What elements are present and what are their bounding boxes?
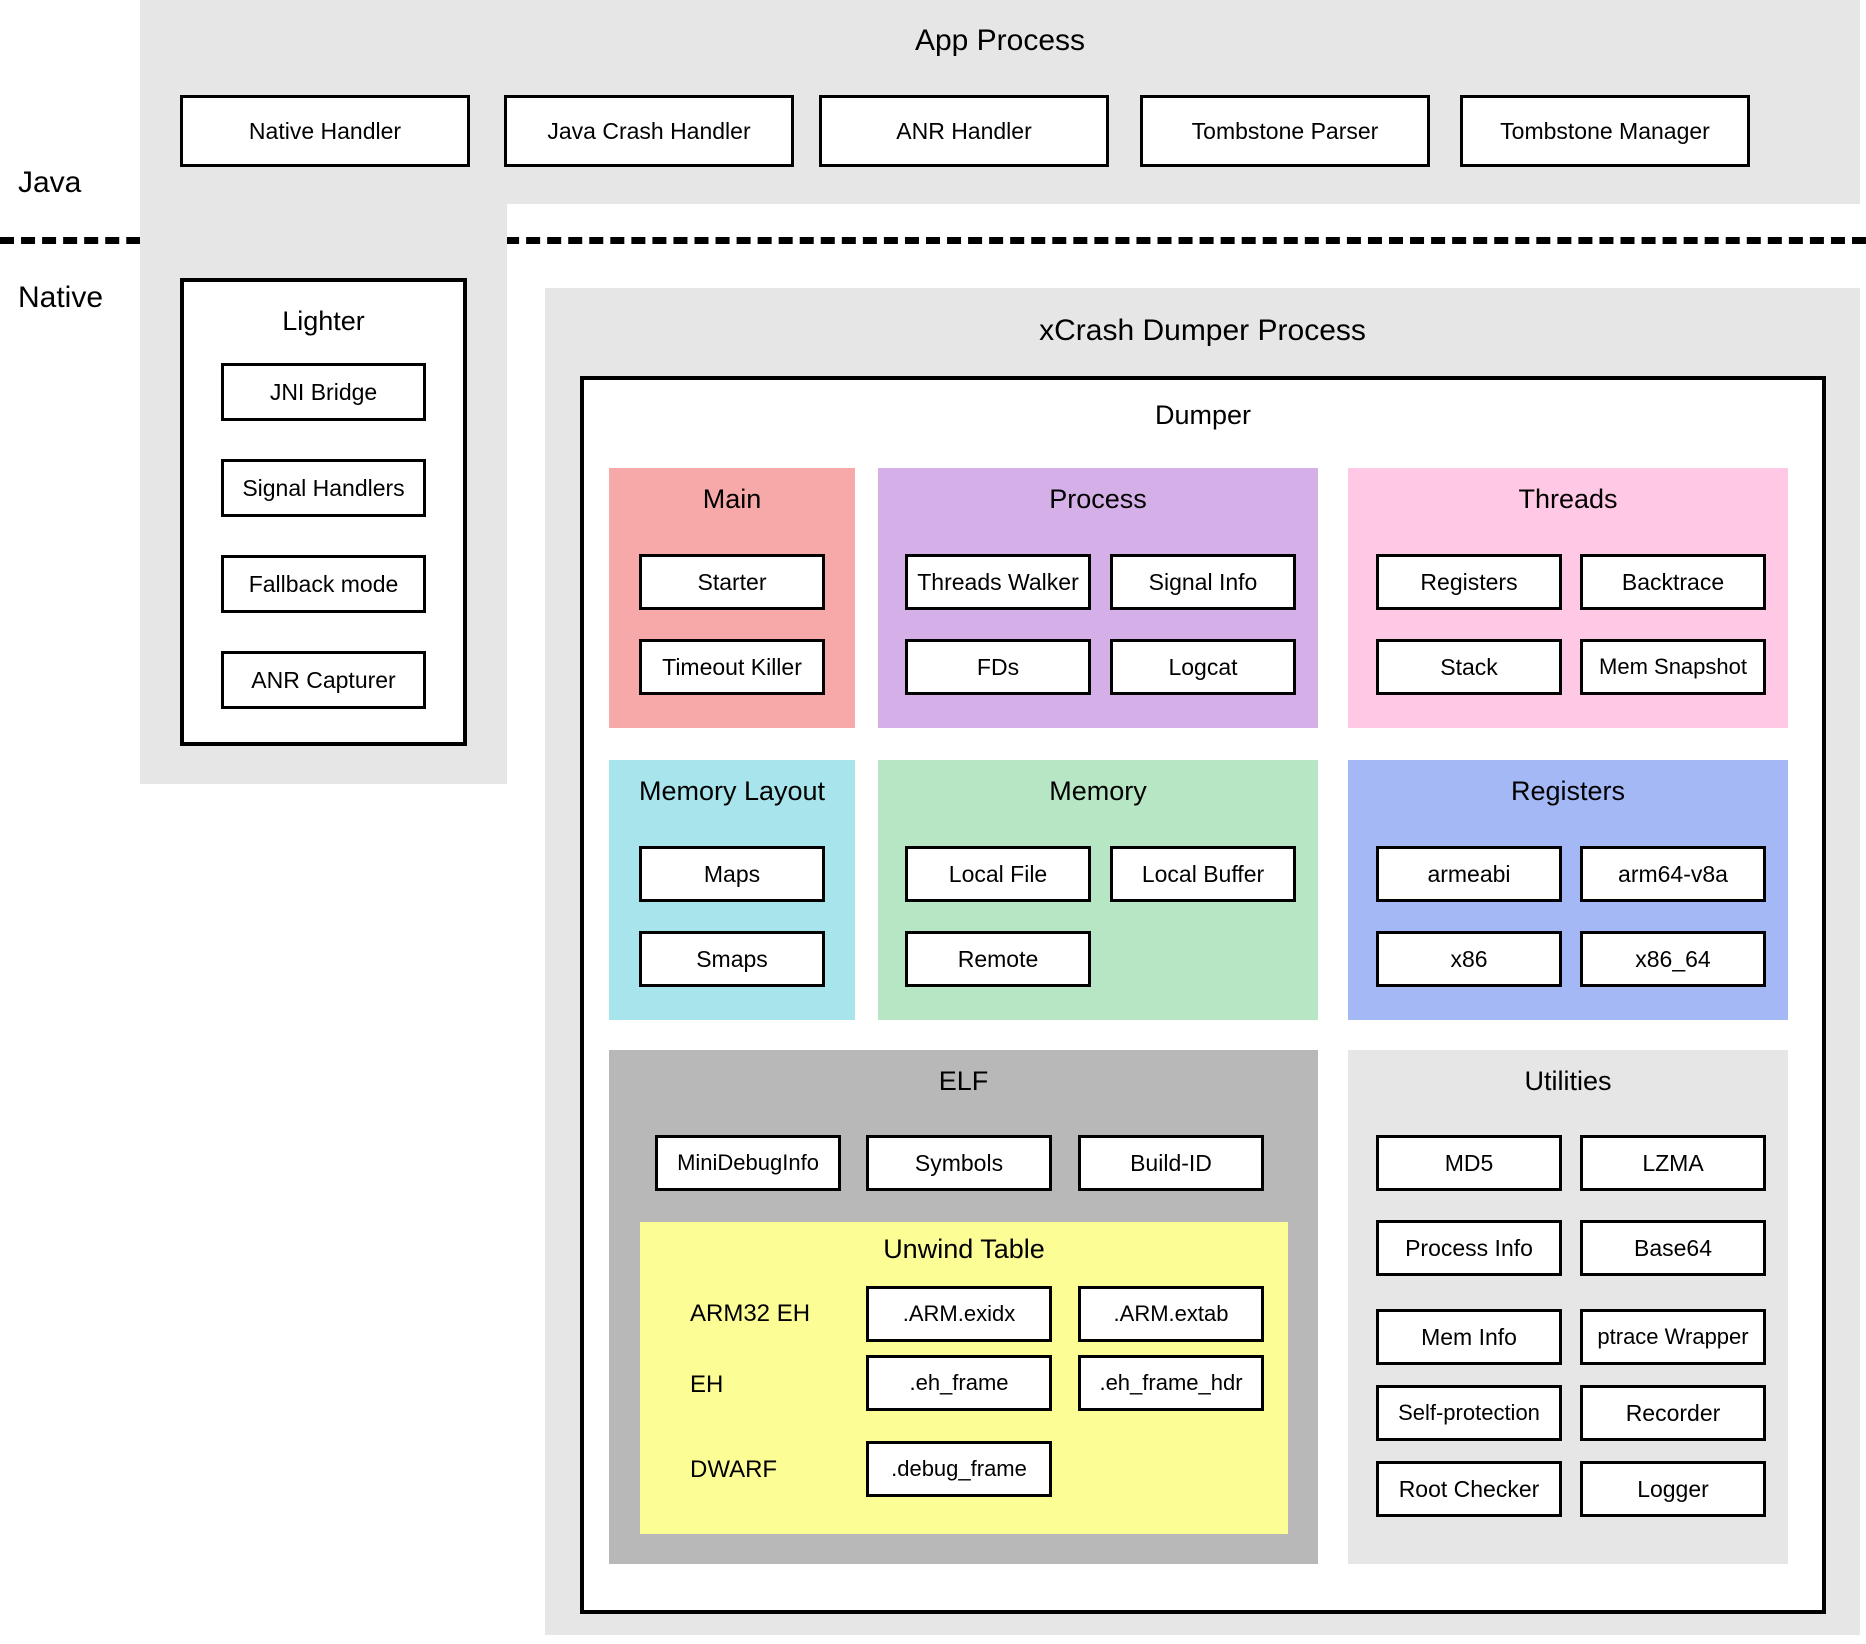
card-registers-box-arm64-v8a[interactable]: arm64-v8a	[1580, 846, 1766, 902]
card-threads-box-mem-snapshot[interactable]: Mem Snapshot	[1580, 639, 1766, 695]
app-process-box-java-crash-handler[interactable]: Java Crash Handler	[504, 95, 794, 167]
unwind-box-debug-frame[interactable]: .debug_frame	[866, 1441, 1052, 1497]
card-memory-box-remote[interactable]: Remote	[905, 931, 1091, 987]
app-process-box-native-handler[interactable]: Native Handler	[180, 95, 470, 167]
xcrash-dumper-process-title: xCrash Dumper Process	[1039, 314, 1366, 347]
card-utilities-box-base64[interactable]: Base64	[1580, 1220, 1766, 1276]
card-memory-layout-box-maps[interactable]: Maps	[639, 846, 825, 902]
unwind-box-eh-frame-hdr[interactable]: .eh_frame_hdr	[1078, 1355, 1264, 1411]
unwind-box-arm-extab[interactable]: .ARM.extab	[1078, 1286, 1264, 1342]
unwind-row-label-eh: EH	[690, 1371, 724, 1398]
card-elf-title: ELF	[938, 1066, 989, 1096]
card-elf-box-build-id[interactable]: Build-ID	[1078, 1135, 1264, 1191]
card-utilities-box-root-checker[interactable]: Root Checker	[1376, 1461, 1562, 1517]
card-threads-box-stack[interactable]: Stack	[1376, 639, 1562, 695]
card-utilities-box-self-protection[interactable]: Self-protection	[1376, 1385, 1562, 1441]
card-utilities-box-mem-info[interactable]: Mem Info	[1376, 1309, 1562, 1365]
card-process-box-logcat[interactable]: Logcat	[1110, 639, 1296, 695]
app-process-title: App Process	[914, 24, 1086, 57]
card-utilities-box-lzma[interactable]: LZMA	[1580, 1135, 1766, 1191]
card-memory-title: Memory	[1049, 776, 1147, 806]
card-utilities-title: Utilities	[1524, 1066, 1612, 1096]
card-process-box-signal-info[interactable]: Signal Info	[1110, 554, 1296, 610]
card-memory-layout-box-smaps[interactable]: Smaps	[639, 931, 825, 987]
card-process-title: Process	[1049, 484, 1147, 514]
card-memory-box-local-file[interactable]: Local File	[905, 846, 1091, 902]
card-unwind-table-title: Unwind Table	[883, 1234, 1045, 1264]
lighter-box-jni-bridge[interactable]: JNI Bridge	[221, 363, 426, 421]
unwind-row-label-arm32-eh: ARM32 EH	[690, 1300, 811, 1327]
card-utilities-box-recorder[interactable]: Recorder	[1580, 1385, 1766, 1441]
card-process-box-threads-walker[interactable]: Threads Walker	[905, 554, 1091, 610]
app-process-box-anr-handler[interactable]: ANR Handler	[819, 95, 1109, 167]
card-registers-box-armeabi[interactable]: armeabi	[1376, 846, 1562, 902]
lighter-box-anr-capturer[interactable]: ANR Capturer	[221, 651, 426, 709]
unwind-row-label-dwarf: DWARF	[690, 1456, 778, 1483]
unwind-box-eh-frame[interactable]: .eh_frame	[866, 1355, 1052, 1411]
app-process-box-tombstone-parser[interactable]: Tombstone Parser	[1140, 95, 1430, 167]
card-threads-title: Threads	[1518, 484, 1618, 514]
card-utilities-box-logger[interactable]: Logger	[1580, 1461, 1766, 1517]
card-utilities-box-process-info[interactable]: Process Info	[1376, 1220, 1562, 1276]
card-main-box-starter[interactable]: Starter	[639, 554, 825, 610]
dumper-title: Dumper	[1154, 400, 1252, 430]
card-memory-box-local-buffer[interactable]: Local Buffer	[1110, 846, 1296, 902]
lighter-title: Lighter	[282, 306, 365, 336]
unwind-box-arm-exidx[interactable]: .ARM.exidx	[866, 1286, 1052, 1342]
card-utilities-box-md5[interactable]: MD5	[1376, 1135, 1562, 1191]
card-registers-title: Registers	[1510, 776, 1626, 806]
card-main-title: Main	[702, 484, 762, 514]
app-process-box-tombstone-manager[interactable]: Tombstone Manager	[1460, 95, 1750, 167]
card-elf-box-minidebuginfo[interactable]: MiniDebugInfo	[655, 1135, 841, 1191]
lighter-box-signal-handlers[interactable]: Signal Handlers	[221, 459, 426, 517]
card-utilities-box-ptrace-wrapper[interactable]: ptrace Wrapper	[1580, 1309, 1766, 1365]
layer-label-java: Java	[18, 166, 82, 199]
card-threads-box-registers[interactable]: Registers	[1376, 554, 1562, 610]
card-threads-box-backtrace[interactable]: Backtrace	[1580, 554, 1766, 610]
card-registers-box-x86-64[interactable]: x86_64	[1580, 931, 1766, 987]
card-registers-box-x86[interactable]: x86	[1376, 931, 1562, 987]
card-process-box-fds[interactable]: FDs	[905, 639, 1091, 695]
lighter-box-fallback-mode[interactable]: Fallback mode	[221, 555, 426, 613]
card-main-box-timeout-killer[interactable]: Timeout Killer	[639, 639, 825, 695]
layer-label-native: Native	[18, 281, 104, 314]
card-elf-box-symbols[interactable]: Symbols	[866, 1135, 1052, 1191]
java-native-divider	[0, 237, 1866, 244]
card-memory-layout-title: Memory Layout	[638, 776, 826, 806]
